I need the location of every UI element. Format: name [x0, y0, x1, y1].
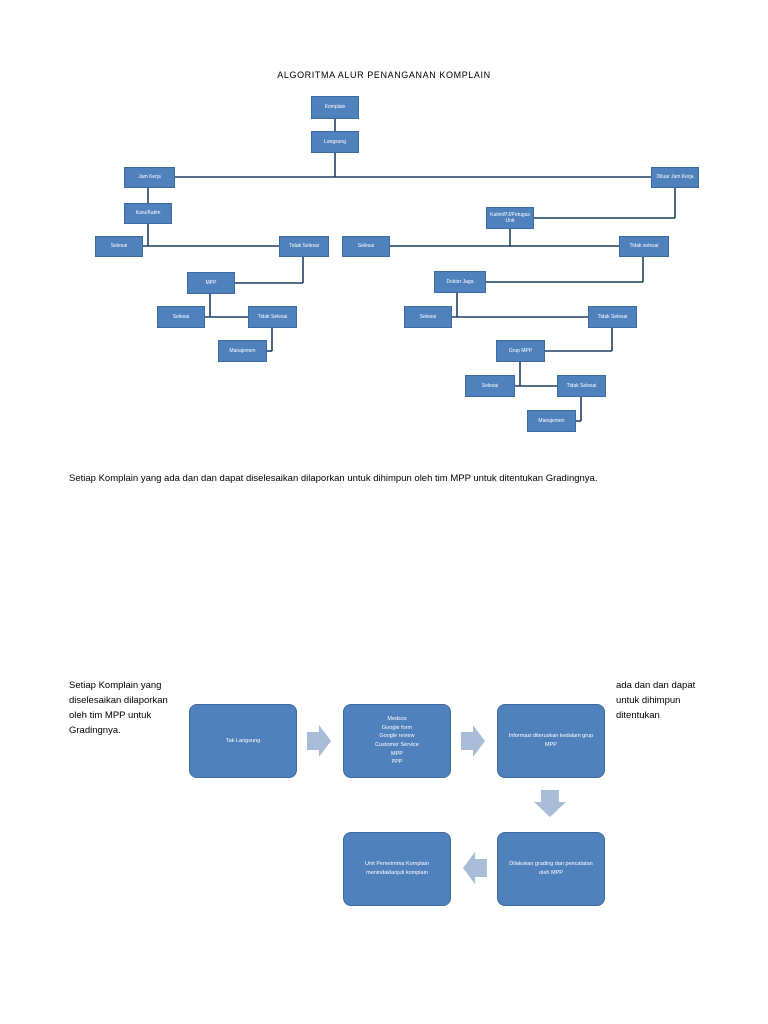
paragraph-left-line-2: diselesaikan dilaporkan — [69, 695, 168, 706]
paragraph-left-line-4: Gradingnya. — [69, 725, 121, 736]
node-left-tidak-selesai-1: Tidak Selesai — [279, 236, 329, 257]
flow-media-item: Google review — [379, 733, 415, 740]
node-left-tidak-selesai-2: Tidak Selesai — [248, 306, 297, 328]
arrow-down-icon — [534, 790, 566, 817]
flow-box-informasi: Informasi diteruskan kedalam grup MPP — [497, 704, 605, 778]
paragraph-summary-text: Setiap Komplain yang ada dan dan dapat d… — [69, 473, 598, 484]
node-right-selesai-1: Selesai — [342, 236, 390, 257]
paragraph-right-line-1: ada dan dan dapat — [616, 680, 696, 691]
node-right-manajemen: Manajemen — [527, 410, 576, 432]
flow-box-grading: Dilakukan grading dan pencatatan oleh MP… — [497, 832, 605, 906]
node-left-selesai-1: Selesai — [95, 236, 143, 257]
node-left-mpp: MPP — [187, 272, 235, 294]
flow-informasi-label: Informasi diteruskan kedalam grup MPP — [508, 733, 594, 748]
node-right-tidak-selesai-3: Tidak Selesai — [557, 375, 606, 397]
arrow-right-1-icon — [307, 725, 331, 757]
paragraph-right-column: ada dan dan dapat untuk dihimpun ditentu… — [616, 678, 695, 723]
flow-box-tak-langsung: Tak Langsung — [189, 704, 297, 778]
node-diluar-jam-kerja: Diluar Jam Kerja — [651, 167, 699, 188]
node-karu-katim: Karu/Katim — [124, 203, 172, 224]
node-right-selesai-2: Selesai — [404, 306, 452, 328]
flow-media-item: Medsos — [387, 716, 407, 723]
node-katim-pj-petugas: Katim/PJ/Petugas Unit — [486, 207, 534, 229]
arrow-right-2-icon — [461, 725, 485, 757]
flow-box-unit-penerima: Unit Penerimma Komplain menindaklanjuti … — [343, 832, 451, 906]
node-komplain: Komplain — [311, 96, 359, 119]
paragraph-left-column: Setiap Komplain yang diselesaikan dilapo… — [69, 678, 168, 738]
node-langsung: Langsung — [311, 131, 359, 153]
flow-box-media: Medsos Google form Google review Custome… — [343, 704, 451, 778]
node-right-dokter-jaga: Dokter Jaga — [434, 271, 486, 293]
node-jam-kerja: Jam Kerja — [124, 167, 175, 188]
flow-media-item: MPP — [391, 750, 403, 757]
flow-media-item: Google form — [381, 724, 413, 731]
node-right-tidak-selesai-1: Tidak selesai — [619, 236, 669, 257]
flow-tak-langsung-label: Tak Langsung — [225, 737, 261, 744]
node-left-manajemen: Manajemen — [218, 340, 267, 362]
tree-connectors — [143, 119, 676, 422]
flow-media-item: PPP — [391, 759, 403, 766]
page-title: ALGORITMA ALUR PENANGANAN KOMPLAIN — [277, 70, 491, 80]
node-right-tidak-selesai-2: Tidak Selesai — [588, 306, 637, 328]
paragraph-summary: Setiap Komplain yang ada dan dan dapat d… — [69, 471, 597, 486]
paragraph-left-line-1: Setiap Komplain yang — [69, 680, 162, 691]
paragraph-right-line-3: ditentukan — [616, 710, 660, 721]
node-left-selesai-2: Selesai — [157, 306, 205, 328]
flow-grading-label: Dilakukan grading dan pencatatan oleh MP… — [509, 861, 593, 876]
paragraph-right-line-2: untuk dihimpun — [616, 695, 681, 706]
arrow-left-icon — [463, 852, 487, 884]
paragraph-left-line-3: oleh tim MPP untuk — [69, 710, 152, 721]
flow-media-item: Customer Service — [375, 742, 419, 748]
node-right-selesai-3: Selesai — [465, 375, 515, 397]
node-right-grup-mpp: Grup MPP — [496, 340, 545, 362]
flow-unit-penerima-label: Unit Penerimma Komplain menindaklanjuti … — [365, 861, 429, 876]
